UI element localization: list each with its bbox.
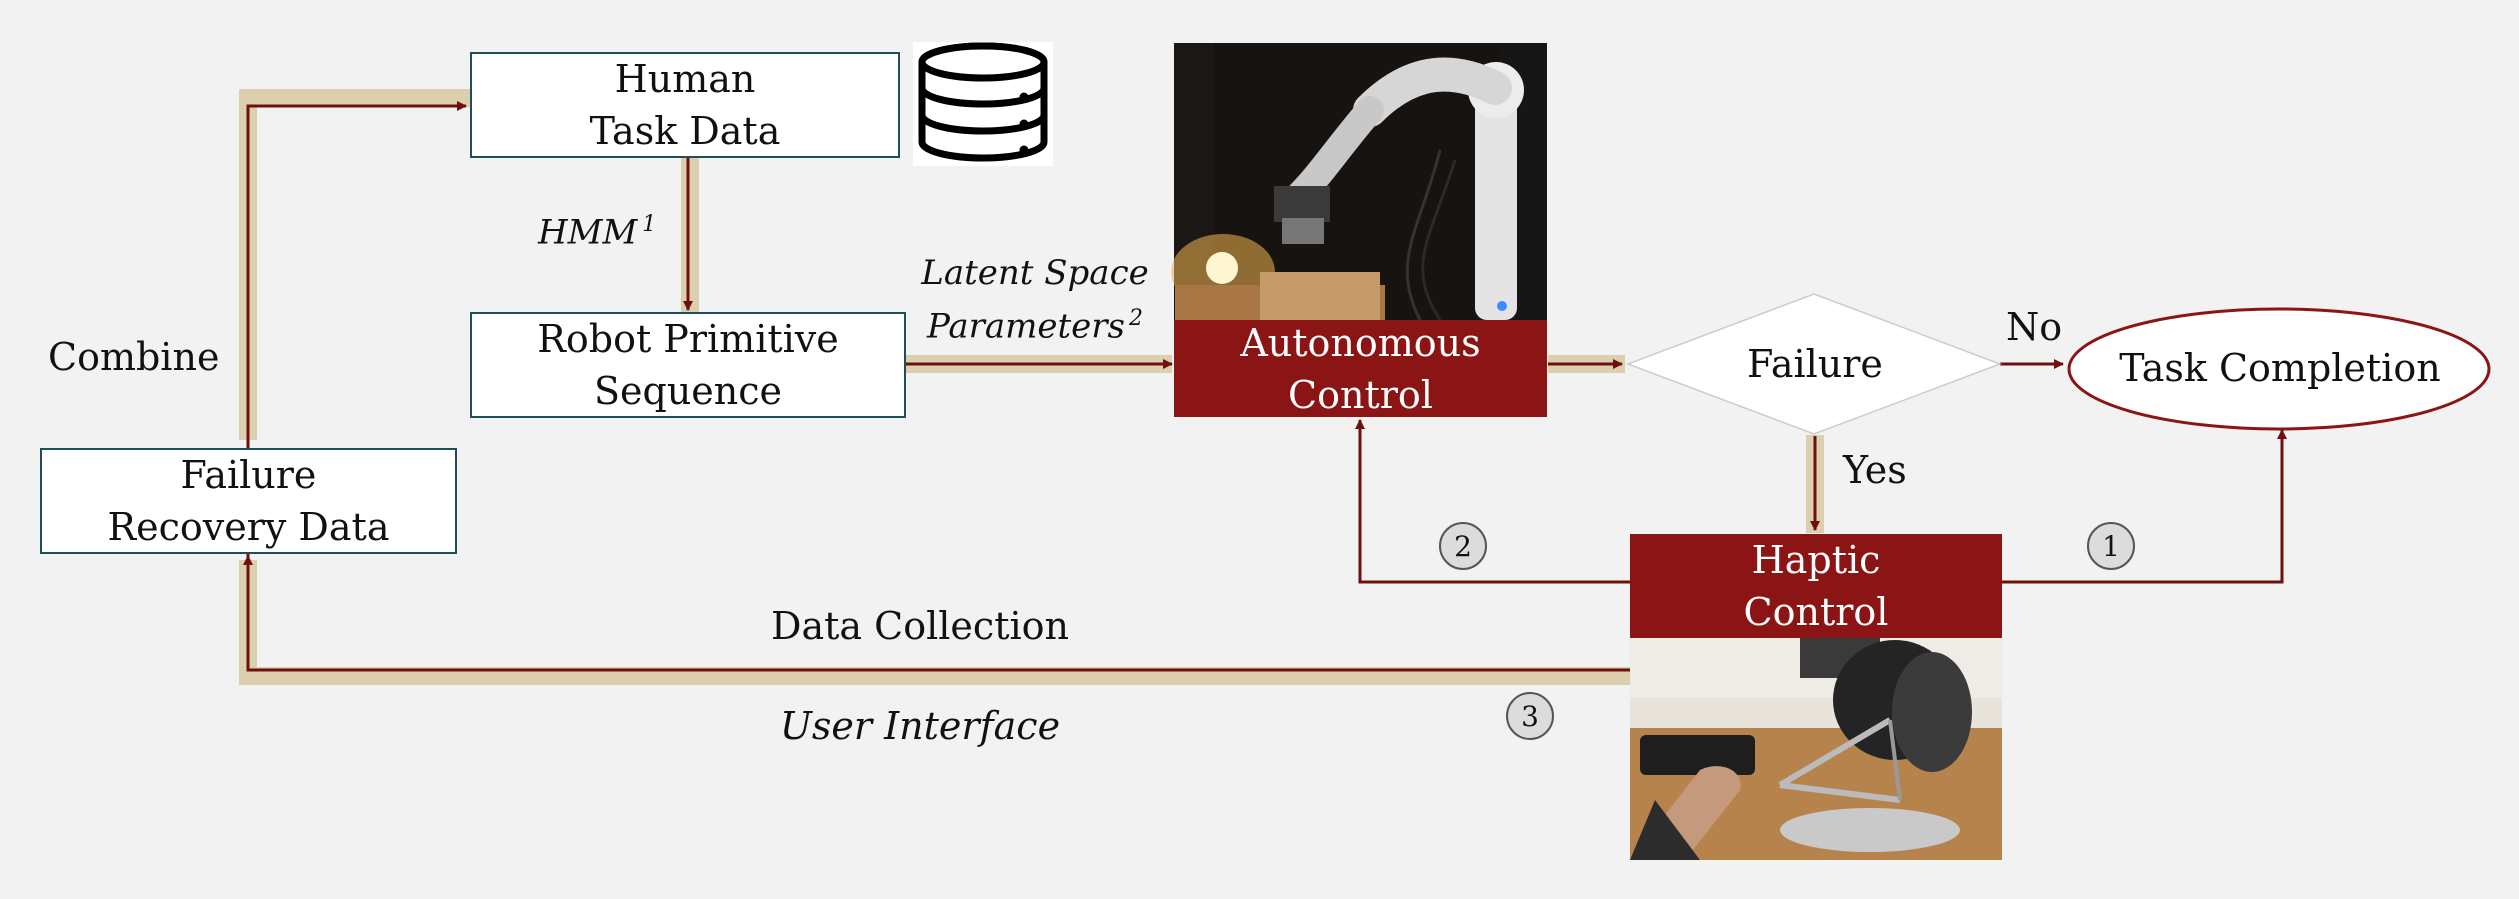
- human-task-data-node: Human Task Data: [470, 52, 900, 158]
- no-label: No: [2006, 305, 2063, 349]
- combine-label: Combine: [48, 335, 220, 379]
- arrow-haptic-to-autonomous: [1355, 419, 1630, 584]
- human-task-data-line1: Human: [614, 57, 756, 101]
- database-icon: [913, 42, 1053, 166]
- yes-label: Yes: [1843, 448, 1907, 492]
- arrow-haptic-to-completion: [2002, 429, 2287, 584]
- failure-recovery-data-line2: Recovery Data: [107, 505, 390, 549]
- latent-space-text: Parameters: [927, 306, 1125, 347]
- arrow-data-collection: [243, 555, 1630, 672]
- robot-primitive-sequence-line1: Robot Primitive: [537, 317, 839, 361]
- marker-3: 3: [1506, 692, 1554, 740]
- data-collection-label: Data Collection: [771, 604, 1069, 648]
- haptic-device-illustration: [1630, 638, 2002, 860]
- robot-primitive-sequence-node: Robot Primitive Sequence: [470, 312, 906, 418]
- hmm-superscript: 1: [642, 212, 657, 237]
- haptic-control-line1: Haptic: [1751, 538, 1881, 582]
- failure-label: Failure: [1747, 342, 1883, 386]
- task-completion-label: Task Completion: [2119, 346, 2441, 390]
- human-task-data-line2: Task Data: [589, 109, 781, 153]
- user-interface-label: User Interface: [779, 704, 1061, 748]
- failure-decision: [1625, 293, 2003, 435]
- robot-primitive-sequence-line2: Sequence: [593, 369, 783, 413]
- robot-arm-illustration: [1171, 43, 1547, 321]
- latent-space-line1: Latent Space: [921, 253, 1149, 293]
- arrow-combine: [246, 101, 467, 556]
- failure-recovery-data-node: Failure Recovery Data: [40, 448, 457, 554]
- marker-2: 2: [1439, 522, 1487, 570]
- autonomous-control-line2: Control: [1288, 372, 1433, 417]
- haptic-control-node: Haptic Control: [1630, 534, 2002, 638]
- task-completion-node: [2067, 307, 2491, 431]
- autonomous-control-node: Autonomous Control: [1174, 320, 1547, 417]
- hmm-text: HMM: [538, 212, 638, 253]
- haptic-control-line2: Control: [1743, 590, 1889, 634]
- failure-recovery-data-line1: Failure: [180, 453, 317, 497]
- latent-space-superscript: 2: [1129, 306, 1143, 331]
- autonomous-control-line1: Autonomous: [1240, 320, 1481, 365]
- marker-1: 1: [2087, 522, 2135, 570]
